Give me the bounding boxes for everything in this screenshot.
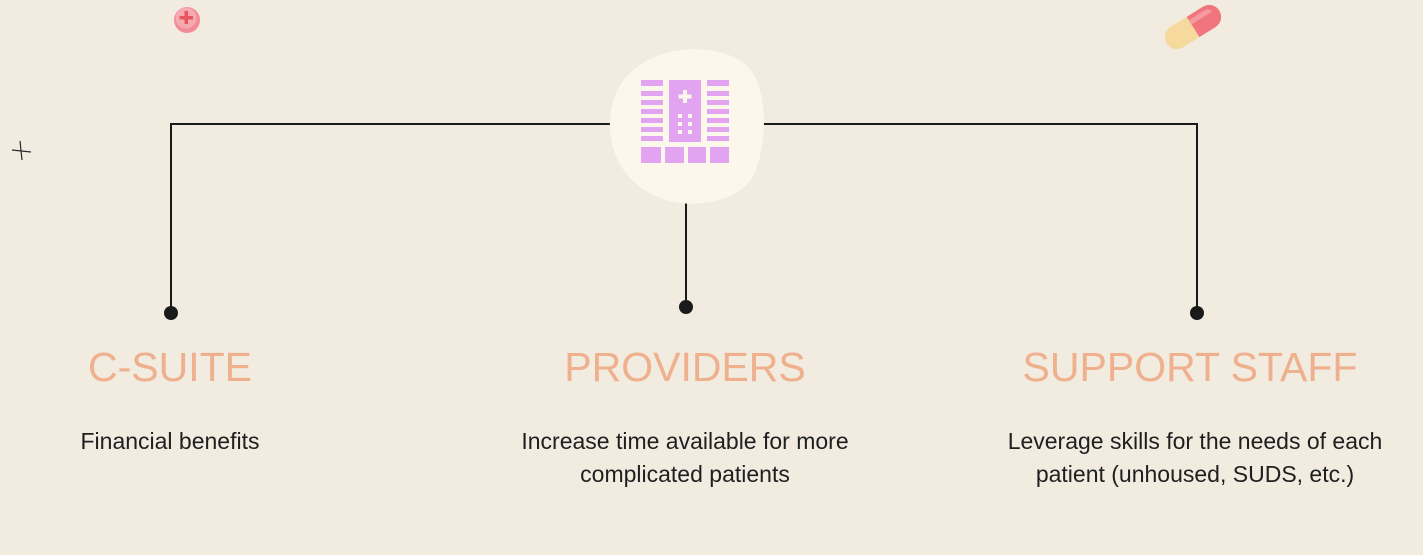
- hospital-building-icon: [641, 80, 729, 163]
- medical-cross-badge-icon: [174, 7, 200, 33]
- branch-title-csuite: C-SUITE: [88, 344, 252, 390]
- connector-lines: [170, 123, 1198, 312]
- branch-description-support-staff: Leverage skills for the needs of each pa…: [1007, 428, 1383, 487]
- endpoint-dot-support: [1190, 306, 1204, 320]
- hospital-cross-detail: [678, 90, 692, 134]
- branch-description-providers: Increase time available for more complic…: [521, 428, 849, 487]
- branch-description-csuite: Financial benefits: [80, 428, 260, 454]
- branch-title-providers: PROVIDERS: [564, 344, 806, 390]
- endpoint-dot-providers: [679, 300, 693, 314]
- branch-title-support-staff: SUPPORT STAFF: [1022, 344, 1358, 390]
- sparkle-cross-icon: [11, 140, 32, 161]
- pill-capsule-icon: [1164, 5, 1222, 49]
- connector-left: [170, 123, 614, 312]
- connector-right: [760, 123, 1198, 312]
- endpoint-dot-csuite: [164, 306, 178, 320]
